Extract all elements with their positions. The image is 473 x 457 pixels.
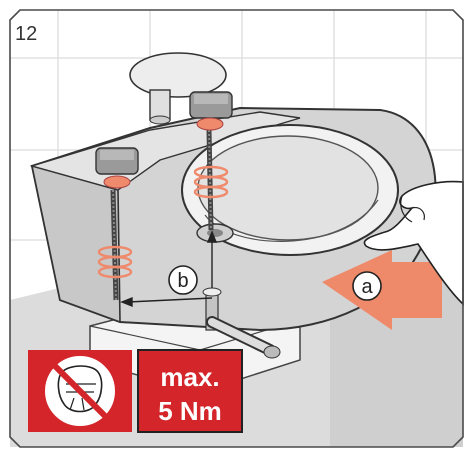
torque-warning-line2: 5 Nm (158, 396, 222, 426)
hinge-cap (129, 52, 227, 125)
svg-text:a: a (361, 276, 373, 298)
hand-illustration (363, 180, 464, 306)
panel-frame (9, 9, 464, 448)
callout-b: b (168, 265, 198, 295)
spring-icon (97, 245, 133, 279)
push-arrow (322, 250, 442, 330)
step-number: 12 (15, 23, 37, 45)
guide-arrows (120, 230, 218, 308)
callout-a: a (352, 271, 382, 301)
spring-icon (193, 165, 229, 199)
no-fist-icon (28, 350, 132, 432)
right-fixing-bolt (189, 91, 233, 231)
left-fixing-bolt (95, 147, 139, 301)
svg-text:b: b (177, 270, 188, 292)
drain-connector (202, 287, 281, 359)
torque-warning-line1: max. (160, 362, 219, 392)
torque-warning: max. 5 Nm (137, 349, 243, 433)
